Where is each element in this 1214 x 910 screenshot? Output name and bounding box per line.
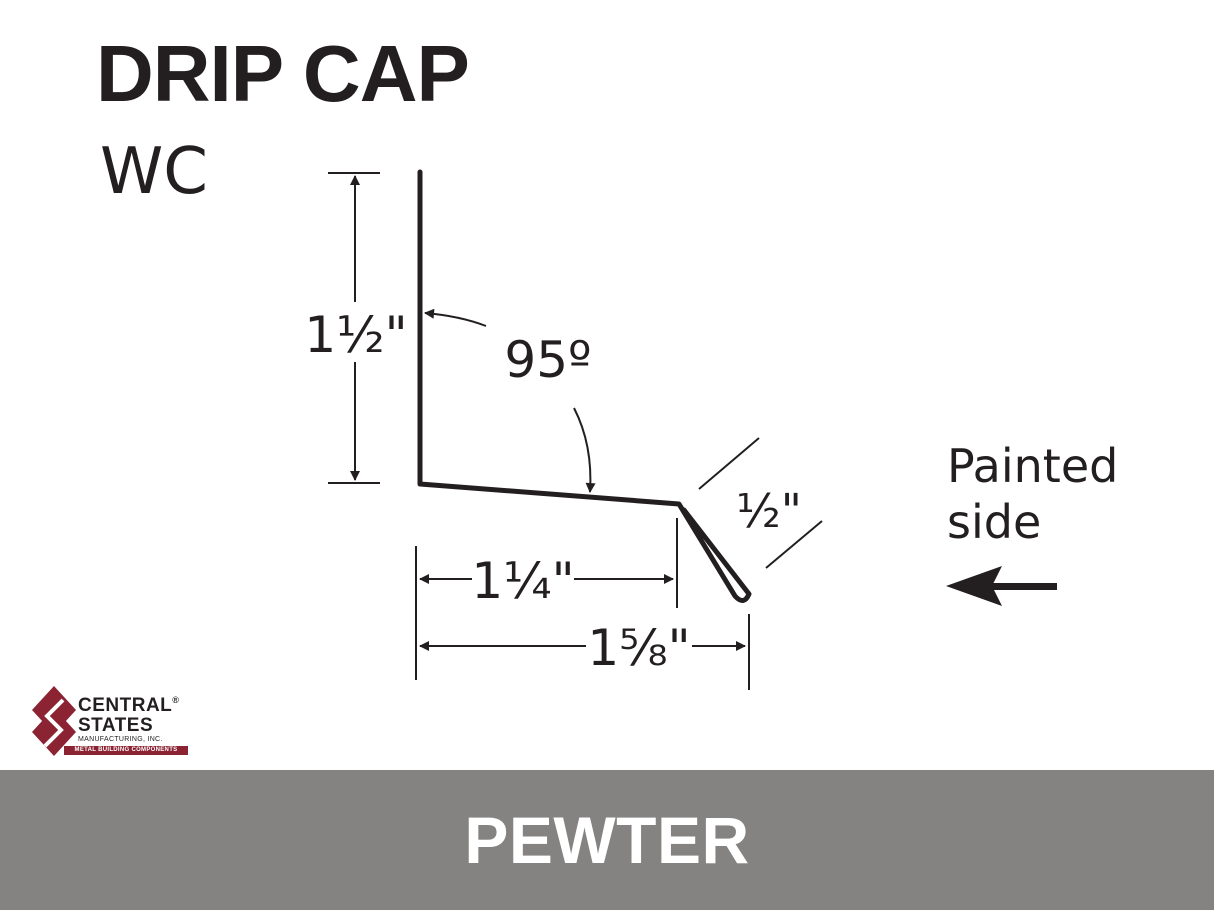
angle-label: 95º <box>504 331 591 389</box>
logo-registered-mark: ® <box>172 695 180 705</box>
hem-dimension-label: ½" <box>736 484 802 538</box>
product-code: WC <box>100 135 208 209</box>
vertical-dimension <box>328 172 380 484</box>
logo-text-line2: STATES <box>78 715 154 736</box>
bottom-outer-dimension <box>419 614 750 690</box>
drip-cap-profile <box>417 169 752 603</box>
company-logo: CENTRAL® STATES MANUFACTURING, INC. META… <box>30 686 200 758</box>
angle-callout <box>424 308 596 493</box>
color-name: PEWTER <box>464 803 750 877</box>
logo-text-line3: MANUFACTURING, INC. <box>78 736 163 743</box>
painted-side-label-line1: Painted <box>947 439 1118 493</box>
painted-side-label-line2: side <box>947 495 1041 549</box>
bottom-outer-dimension-label: 1⅝" <box>587 619 690 677</box>
bottom-inner-dimension-label: 1¼" <box>471 552 574 610</box>
logo-tagline: METAL BUILDING COMPONENTS <box>64 746 188 755</box>
painted-side-arrow-icon <box>946 566 1057 606</box>
vertical-dimension-label: 1½" <box>304 306 407 364</box>
logo-text-line1: CENTRAL <box>78 695 173 716</box>
product-title: DRIP CAP <box>96 29 470 118</box>
bottom-inner-dimension <box>415 518 678 680</box>
profile-drawing: 1½" 95º ½" 1¼" 1⅝" Painted side <box>304 169 1118 690</box>
color-name-bar: PEWTER <box>0 770 1214 910</box>
hem-dimension <box>698 437 823 569</box>
central-states-logo-icon <box>32 686 76 756</box>
